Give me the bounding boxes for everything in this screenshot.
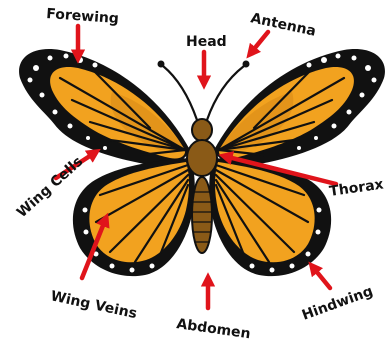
right-hindwing — [209, 158, 331, 276]
right-antenna — [207, 66, 244, 120]
wing-veins-label: Wing Veins — [49, 288, 138, 322]
thorax-label: Thorax — [328, 177, 384, 200]
antenna-label: Antenna — [249, 10, 317, 39]
abdomen-label: Abdomen — [175, 316, 251, 342]
right-antenna-tip — [243, 61, 250, 68]
thorax — [187, 140, 217, 176]
antenna-arrow — [250, 32, 268, 54]
forewing-label: Forewing — [46, 6, 120, 27]
right-forewing — [214, 49, 385, 166]
left-antenna-tip — [158, 61, 165, 68]
hindwing-arrow — [312, 266, 330, 288]
left-antenna — [163, 66, 197, 120]
head — [192, 119, 212, 141]
head-label: Head — [186, 34, 227, 50]
hindwing-label: Hindwing — [300, 283, 375, 323]
